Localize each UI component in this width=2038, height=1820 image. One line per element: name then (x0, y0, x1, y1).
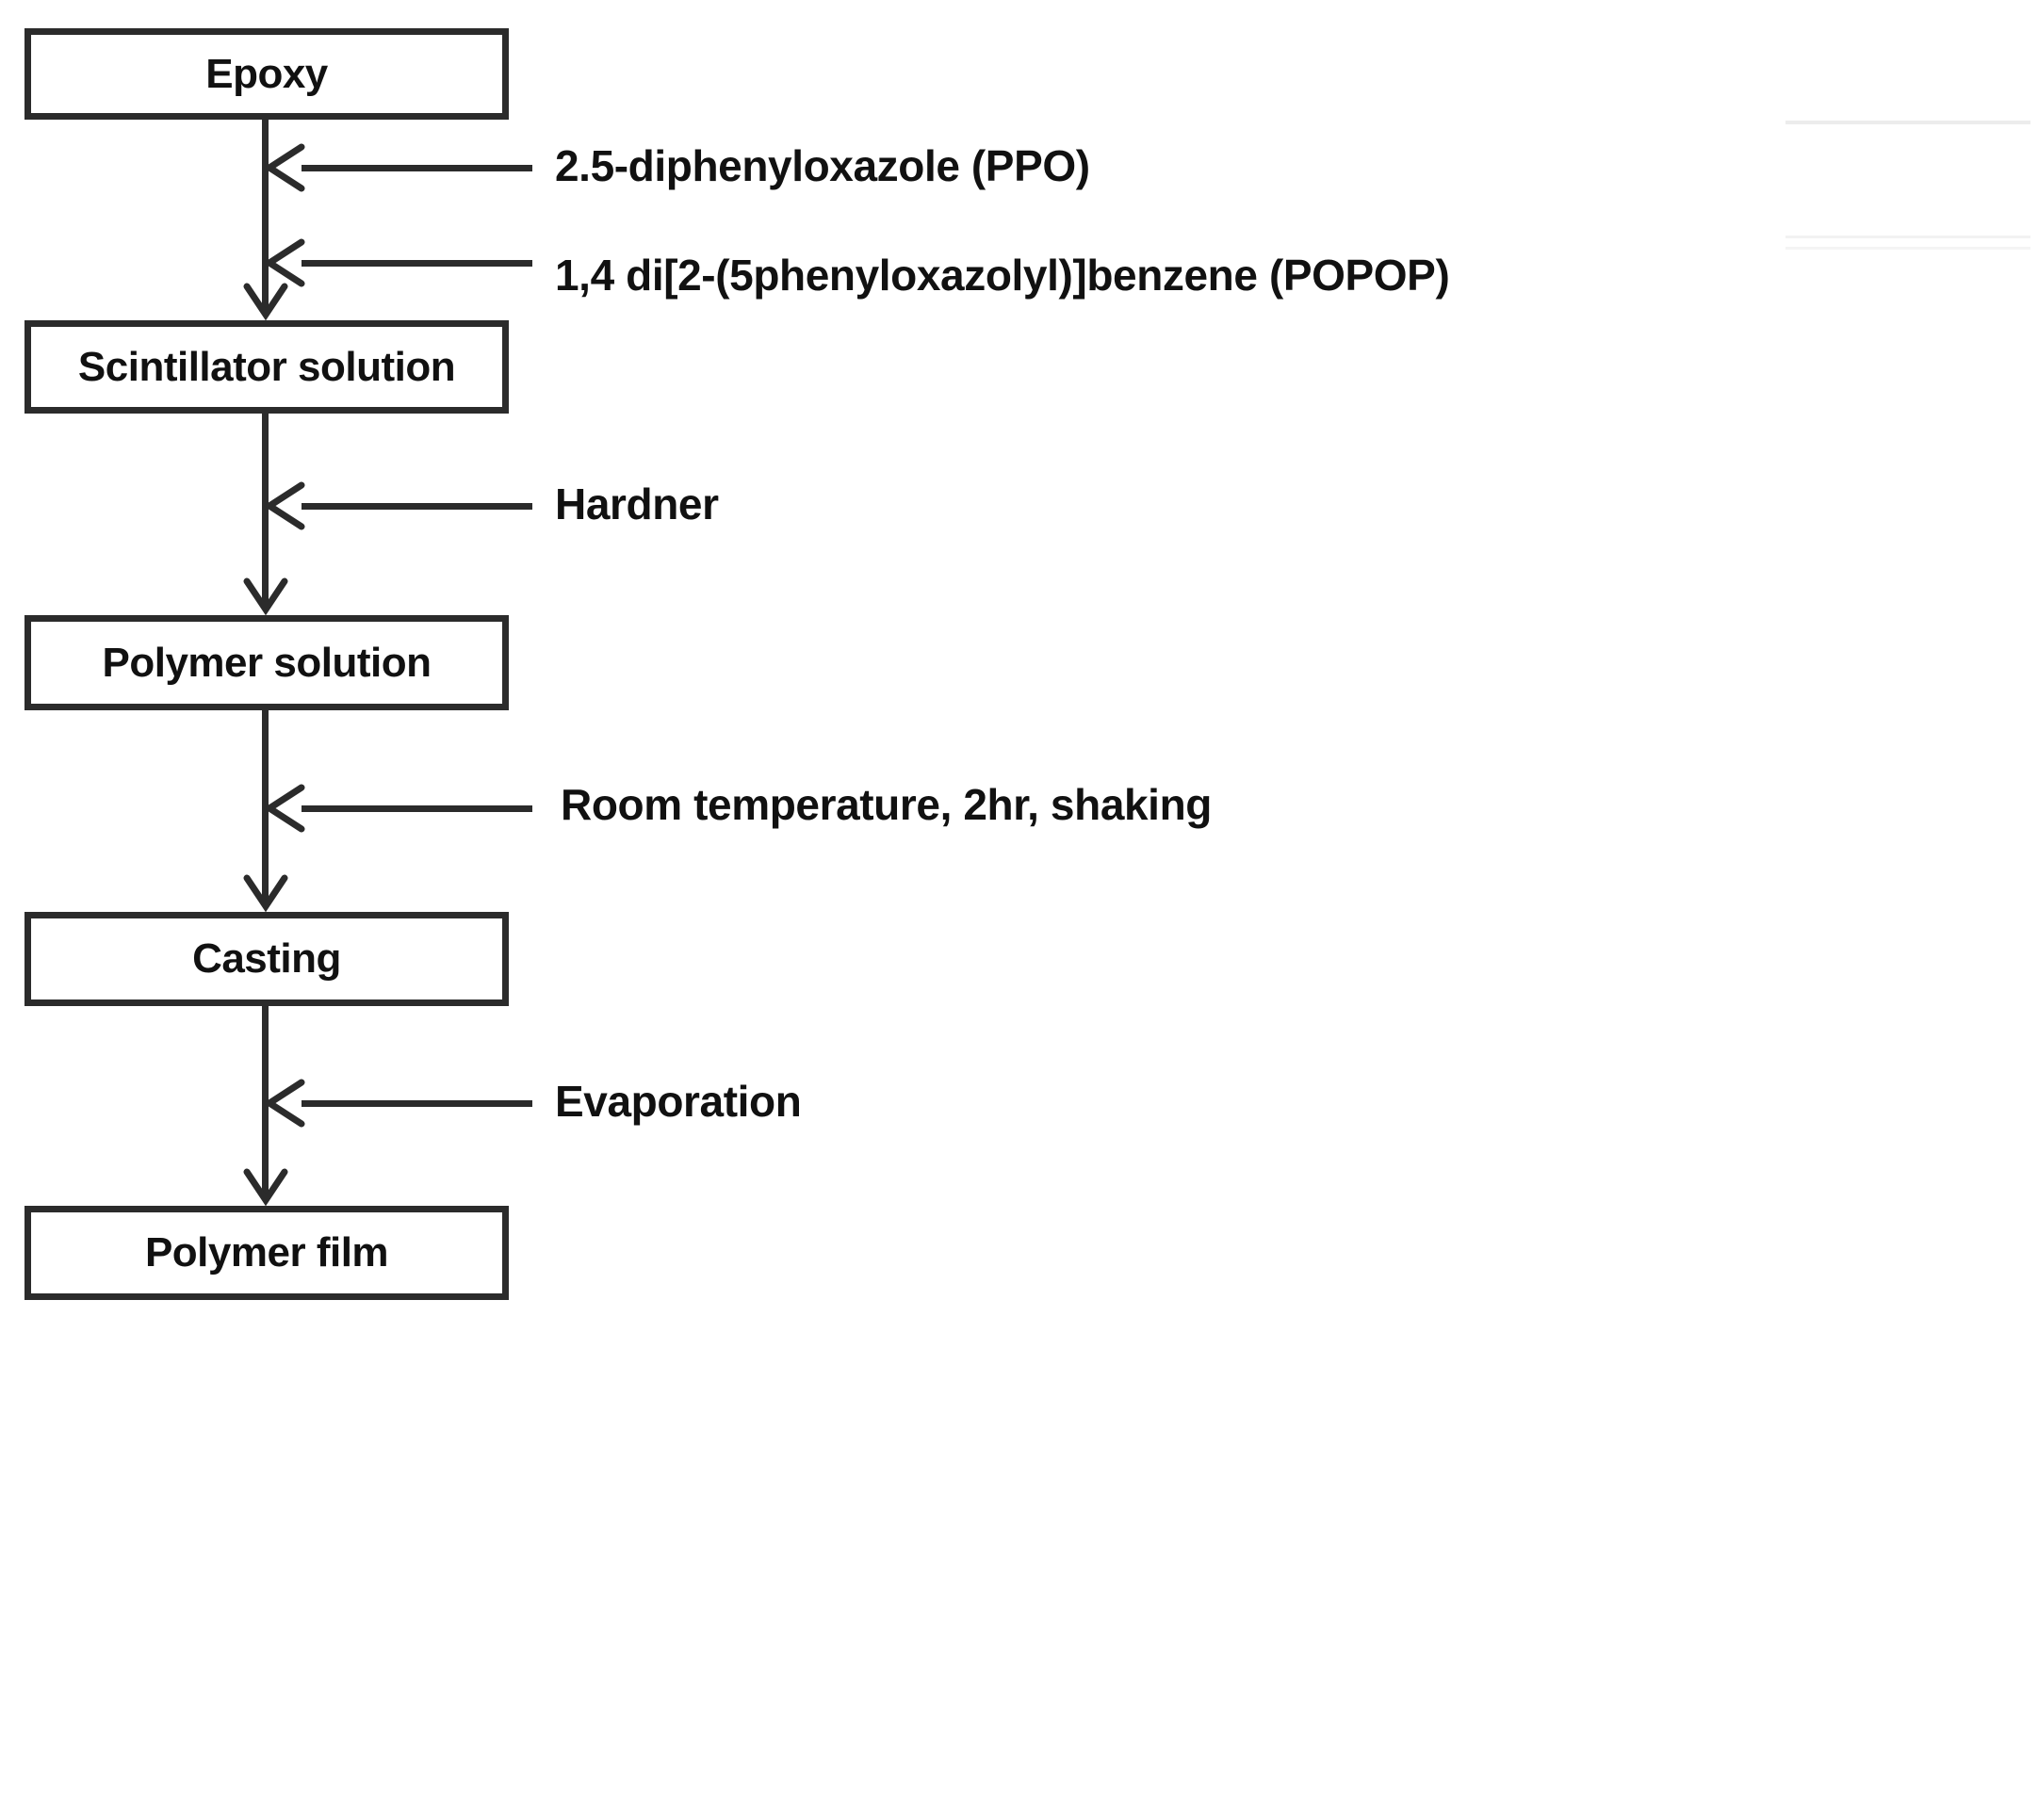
input-label-room-temperature: Room temperature, 2hr, shaking (561, 780, 1212, 829)
node-scintillator-solution-label: Scintillator solution (77, 343, 456, 390)
input-label-ppo: 2.5-diphenyloxazole (PPO) (555, 141, 1090, 190)
node-polymer-solution[interactable]: Polymer solution (24, 615, 509, 710)
node-epoxy-label: Epoxy (205, 50, 328, 97)
node-polymer-film[interactable]: Polymer film (24, 1206, 509, 1300)
arrowhead-left-evaporation (262, 1078, 305, 1129)
connector-popop-input (302, 260, 532, 267)
node-casting[interactable]: Casting (24, 912, 509, 1006)
node-epoxy[interactable]: Epoxy (24, 28, 509, 120)
input-label-evaporation: Evaporation (555, 1077, 802, 1126)
arrowhead-left-room-temperature (262, 783, 305, 834)
input-label-hardner: Hardner (555, 479, 719, 528)
arrowhead-down-scintillator (243, 283, 288, 320)
connector-scintillator-to-polymer-solution (262, 414, 269, 608)
connector-evaporation-input (302, 1100, 532, 1107)
arrowhead-left-hardner (262, 480, 305, 531)
node-casting-label: Casting (192, 935, 341, 982)
node-polymer-solution-label: Polymer solution (102, 639, 432, 686)
node-scintillator-solution[interactable]: Scintillator solution (24, 320, 509, 414)
scan-artifact-line (1785, 247, 2030, 250)
connector-ppo-input (302, 165, 532, 171)
connector-epoxy-to-scintillator (262, 120, 269, 313)
connector-room-temperature-input (302, 805, 532, 812)
connector-hardner-input (302, 503, 532, 510)
scan-artifact-line (1785, 236, 2030, 238)
arrowhead-left-popop (262, 237, 305, 288)
arrowhead-down-polymer-film (243, 1168, 288, 1206)
arrowhead-down-polymer-solution (243, 577, 288, 615)
node-polymer-film-label: Polymer film (144, 1229, 389, 1276)
input-label-popop: 1,4 di[2-(5phenyloxazolyl)]benzene (POPO… (555, 251, 1450, 300)
arrowhead-down-casting (243, 874, 288, 912)
scan-artifact-line (1785, 121, 2030, 124)
arrowhead-left-ppo (262, 142, 305, 193)
